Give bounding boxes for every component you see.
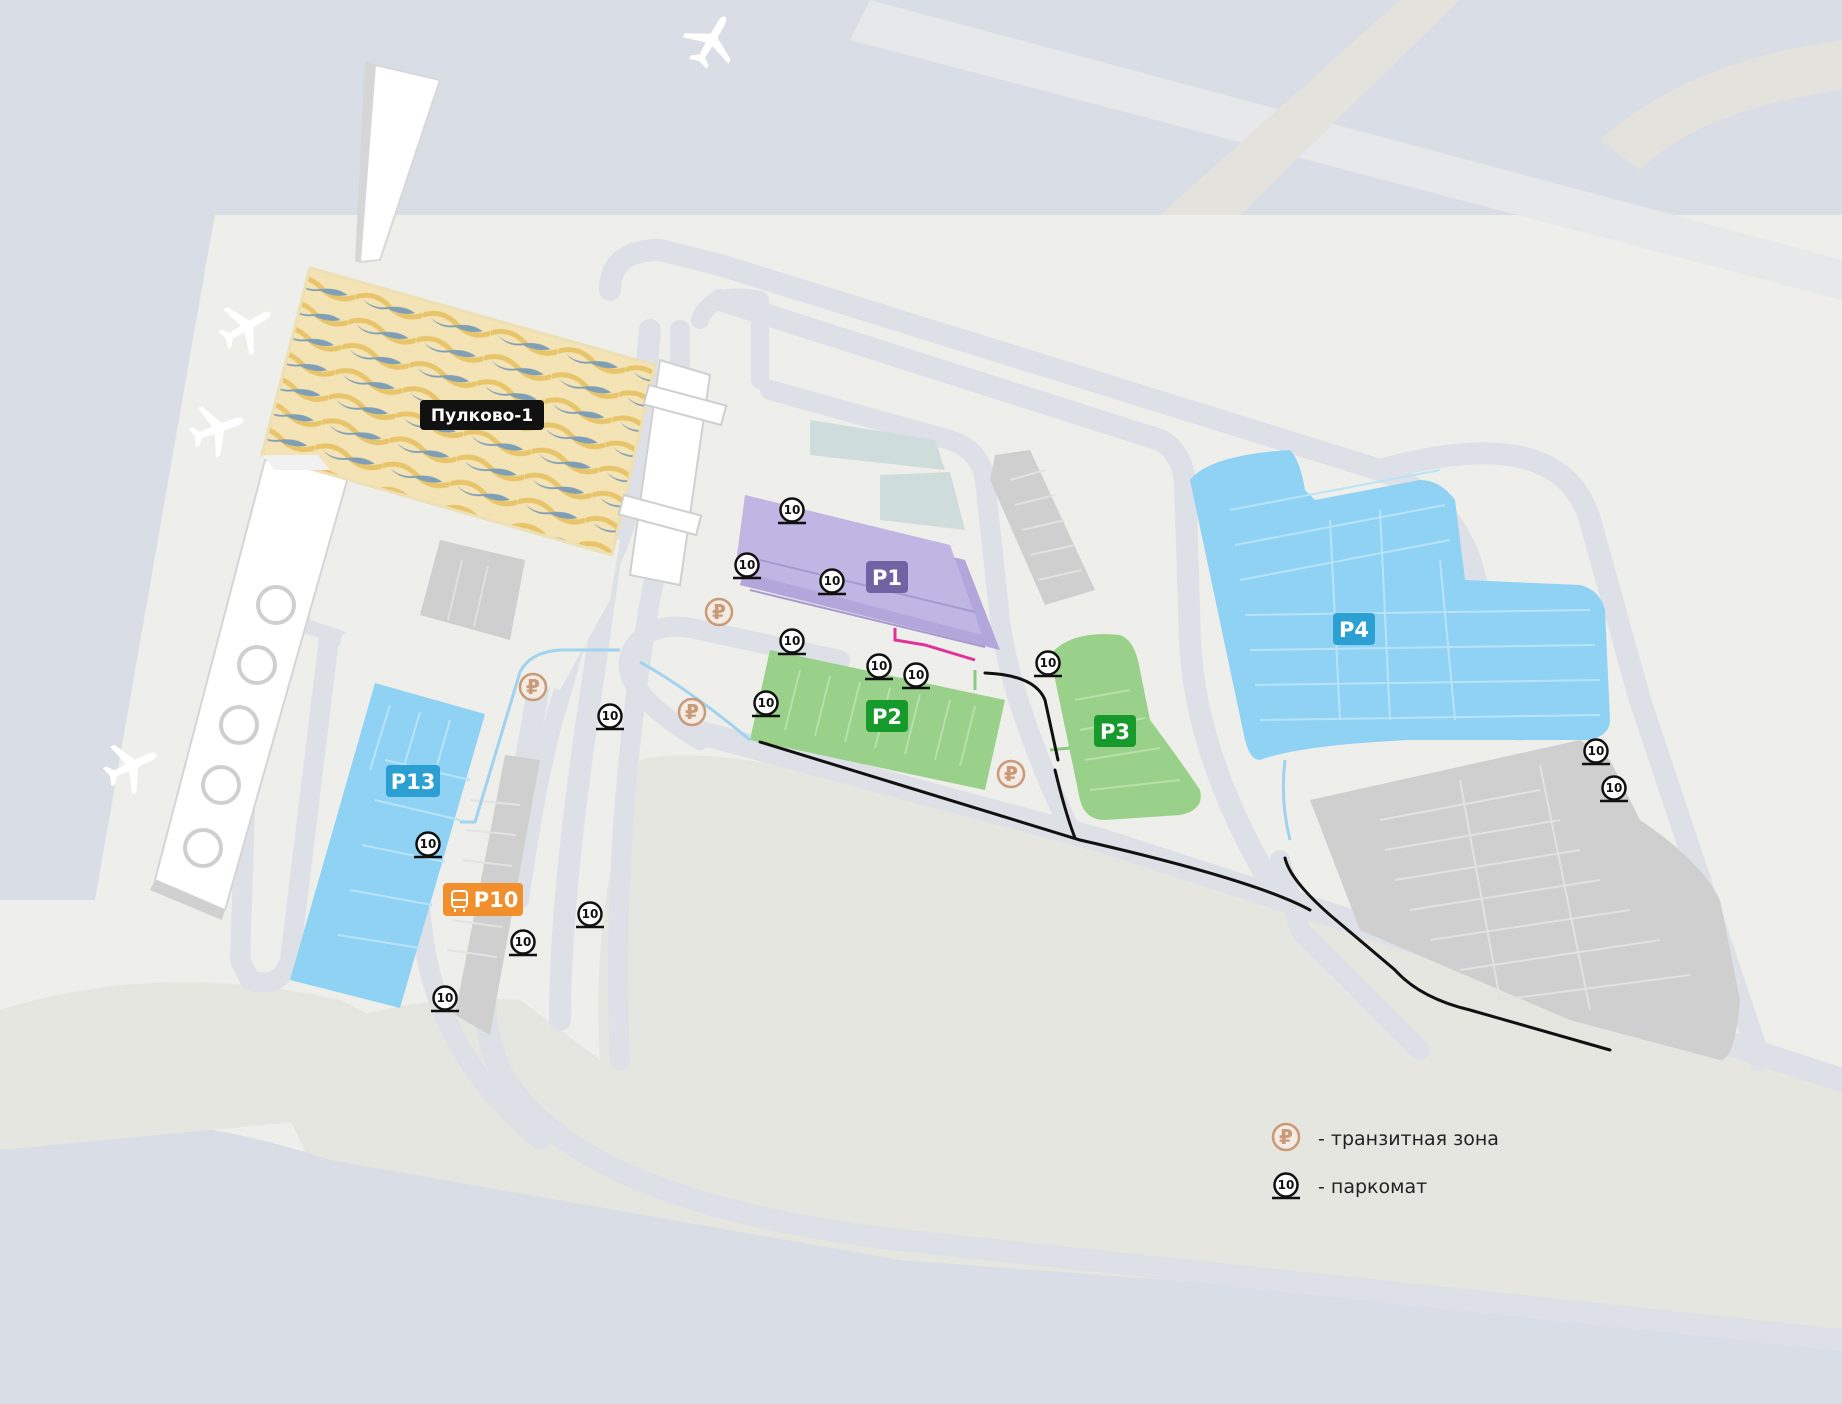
parking-label-text: P1 bbox=[872, 566, 902, 590]
svg-text:10: 10 bbox=[1588, 744, 1605, 758]
svg-text:₽: ₽ bbox=[1004, 762, 1018, 786]
parking-meter-icon[interactable]: 10 bbox=[430, 985, 460, 1013]
parking-label-text: P13 bbox=[391, 770, 436, 794]
green-arrow-p3 bbox=[1049, 746, 1071, 752]
svg-text:10: 10 bbox=[784, 634, 801, 648]
parking-meter-icon[interactable]: 10 bbox=[1033, 650, 1063, 678]
parking-label-text: P10 bbox=[474, 888, 519, 912]
runway-bottom bbox=[0, 1120, 1842, 1404]
svg-text:10: 10 bbox=[582, 907, 599, 921]
parking-meter-icon[interactable]: 10 bbox=[777, 628, 807, 656]
svg-text:₽: ₽ bbox=[526, 675, 540, 699]
terminal-label: Пулково-1 bbox=[420, 400, 544, 430]
svg-text:10: 10 bbox=[1606, 781, 1623, 795]
parking-meter-icon[interactable]: 10 bbox=[595, 703, 625, 731]
ruble-icon[interactable]: ₽ bbox=[518, 672, 548, 702]
ruble-icon[interactable]: ₽ bbox=[996, 759, 1026, 789]
svg-text:10: 10 bbox=[602, 709, 619, 723]
pier-building-side bbox=[355, 60, 375, 262]
svg-text:10: 10 bbox=[758, 696, 775, 710]
legend: ₽ - транзитная зона 10 - паркомат bbox=[1271, 1122, 1499, 1200]
flow-arrows-lightblue bbox=[460, 648, 1292, 841]
parking-meter-icon[interactable]: 10 bbox=[864, 653, 894, 681]
legend-item-meter: 10 - паркомат bbox=[1271, 1172, 1427, 1200]
parking-meter-icon[interactable]: 10 bbox=[1599, 775, 1629, 803]
parking-meter-icon[interactable]: 10 bbox=[817, 568, 847, 596]
utility-block-2 bbox=[880, 472, 965, 530]
terminal-bridge-top bbox=[642, 383, 728, 427]
gate-building-side bbox=[150, 880, 225, 920]
gray-lot-p4 bbox=[1310, 740, 1740, 1060]
taxiway-top bbox=[850, 0, 1842, 300]
gray-lot-terminal bbox=[420, 540, 525, 640]
taxiway-curve bbox=[1600, 40, 1842, 170]
parking-label-p1[interactable]: P1 bbox=[866, 561, 908, 593]
bus-icon bbox=[451, 890, 468, 912]
terminal-bridge-bottom bbox=[617, 493, 703, 537]
grass-bottom-left bbox=[0, 982, 421, 1150]
parking-label-text: P4 bbox=[1339, 618, 1369, 642]
ruble-icon[interactable]: ₽ bbox=[704, 597, 734, 627]
ruble-icon: ₽ bbox=[1271, 1122, 1301, 1152]
svg-text:10: 10 bbox=[784, 503, 801, 517]
parking-meter-icon[interactable]: 10 bbox=[508, 929, 538, 957]
ruble-icon[interactable]: ₽ bbox=[677, 697, 707, 727]
parking-label-p13[interactable]: P13 bbox=[386, 765, 440, 797]
svg-text:10: 10 bbox=[1040, 656, 1057, 670]
svg-text:10: 10 bbox=[824, 574, 841, 588]
parking-label-p4[interactable]: P4 bbox=[1333, 613, 1375, 645]
parking-meter-icon[interactable]: 10 bbox=[751, 690, 781, 718]
parking-lot-p4 bbox=[1190, 450, 1610, 760]
svg-text:10: 10 bbox=[1278, 1178, 1295, 1192]
terminal-name: Пулково-1 bbox=[431, 406, 533, 426]
legend-text: - транзитная зона bbox=[1318, 1128, 1499, 1150]
route-black bbox=[758, 671, 1612, 1052]
svg-text:₽: ₽ bbox=[1279, 1125, 1293, 1149]
parking-label-text: P2 bbox=[872, 705, 902, 729]
svg-text:10: 10 bbox=[908, 668, 925, 682]
parking-meter-icon[interactable]: 10 bbox=[901, 662, 931, 690]
parking-meter-icon[interactable]: 10 bbox=[777, 497, 807, 525]
parking-label-p10[interactable]: P10 bbox=[443, 883, 523, 916]
svg-text:10: 10 bbox=[420, 837, 437, 851]
parking-meter-icon: 10 bbox=[1271, 1172, 1301, 1200]
parking-label-p3[interactable]: P3 bbox=[1094, 715, 1136, 747]
gray-lot-east bbox=[990, 450, 1095, 605]
transit-zones: ₽ ₽ ₽ ₽ bbox=[518, 597, 1026, 789]
parking-meter-icon[interactable]: 10 bbox=[732, 552, 762, 580]
parking-label-text: P3 bbox=[1100, 720, 1130, 744]
svg-text:₽: ₽ bbox=[712, 600, 726, 624]
parking-label-p2[interactable]: P2 bbox=[866, 700, 908, 732]
terminal-side bbox=[262, 455, 330, 470]
utility-block-1 bbox=[810, 420, 945, 470]
svg-text:10: 10 bbox=[515, 935, 532, 949]
legend-text: - паркомат bbox=[1318, 1176, 1427, 1198]
parking-meter-icon[interactable]: 10 bbox=[413, 831, 443, 859]
gate-roundels bbox=[183, 585, 296, 868]
svg-text:10: 10 bbox=[437, 991, 454, 1005]
svg-text:10: 10 bbox=[739, 558, 756, 572]
parking-meter-icon[interactable]: 10 bbox=[1581, 738, 1611, 766]
parking-meter-icon[interactable]: 10 bbox=[575, 901, 605, 929]
svg-text:10: 10 bbox=[871, 659, 888, 673]
svg-text:₽: ₽ bbox=[685, 700, 699, 724]
apron-left bbox=[0, 215, 215, 900]
route-pink bbox=[893, 628, 976, 662]
taxiway-diagonal bbox=[1160, 0, 1460, 215]
parking-meters: 10 10 10 10 10 10 10 10 10 10 10 10 10 1… bbox=[413, 497, 1629, 1013]
legend-item-transit: ₽ - транзитная зона bbox=[1271, 1122, 1499, 1152]
